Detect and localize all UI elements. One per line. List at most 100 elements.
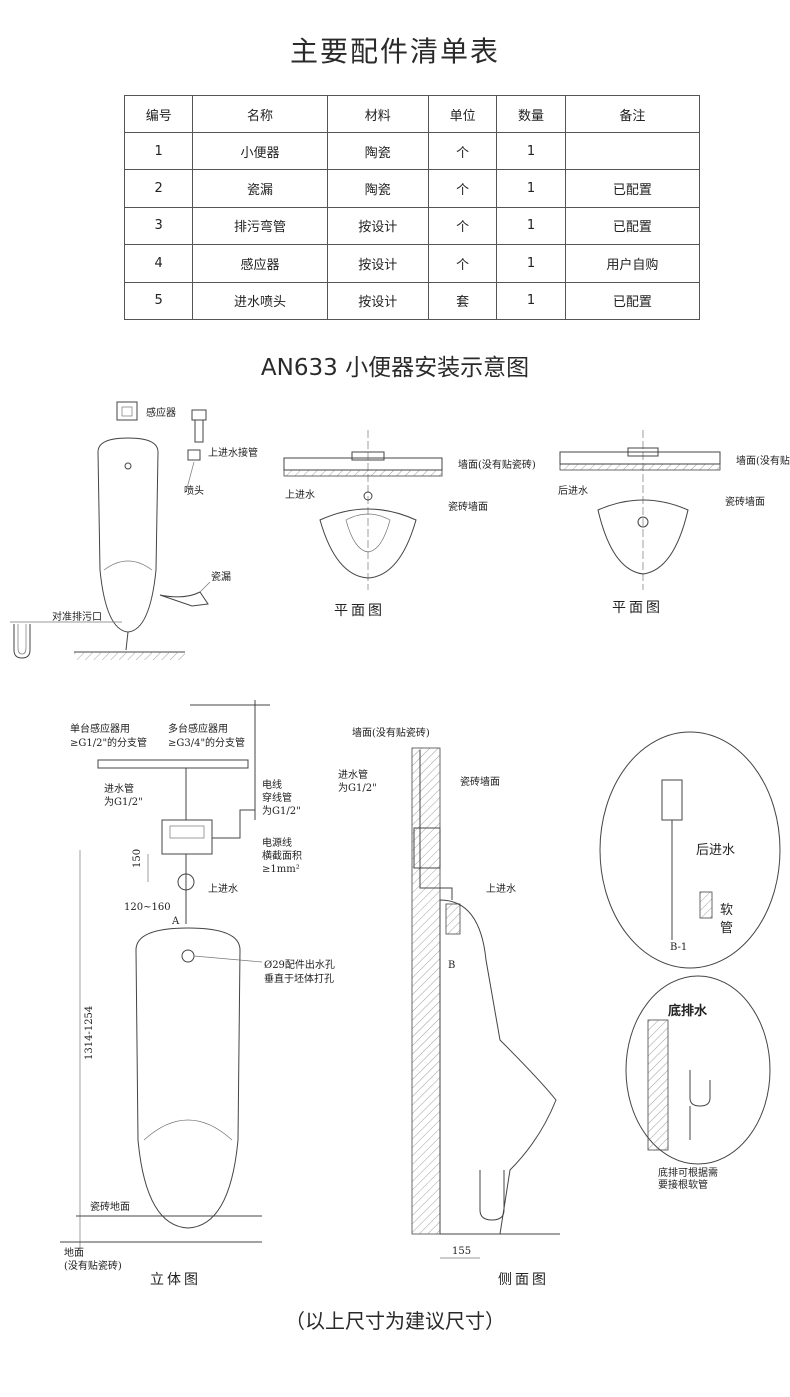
side-trap bbox=[479, 1170, 505, 1221]
urinal-basin-large bbox=[143, 1119, 233, 1141]
detail-circle-1 bbox=[599, 731, 781, 969]
cell-qty: 1 bbox=[496, 244, 566, 283]
table-row: 1 小便器 陶瓷 个 1 bbox=[123, 131, 701, 171]
drain-piece bbox=[159, 591, 209, 607]
mark-a: A bbox=[171, 916, 180, 927]
plan-view-back-inlet: 墙面(没有贴 后进水 瓷砖墙面 平面图 bbox=[558, 430, 790, 616]
urinal-plan-outline bbox=[319, 508, 417, 579]
label-inlet-pipe: 进水管 bbox=[104, 782, 134, 795]
label-inlet-pipe-side-size: 为G1/2" bbox=[338, 782, 377, 794]
dim-150: 150 bbox=[132, 849, 143, 868]
label-soft-pipe-2: 管 bbox=[720, 921, 733, 936]
parts-table: 编号 名称 材料 单位 数量 备注 1 小便器 陶瓷 个 1 2 瓷漏 陶瓷 个… bbox=[123, 95, 701, 321]
label-ceramic-drain: 瓷漏 bbox=[211, 570, 231, 583]
cell-note bbox=[564, 131, 701, 171]
label-floor: 地面 bbox=[64, 1246, 84, 1259]
cell-unit: 个 bbox=[427, 244, 498, 283]
label-tile-wall: 瓷砖墙面 bbox=[448, 500, 488, 513]
side-sensor bbox=[413, 827, 441, 869]
parts-table-title: 主要配件清单表 bbox=[289, 35, 500, 68]
label-back-inlet-detail: 后进水 bbox=[696, 843, 735, 858]
header-name: 名称 bbox=[192, 95, 328, 133]
header-no: 编号 bbox=[123, 95, 194, 133]
label-top-inlet-side: 上进水 bbox=[486, 883, 516, 895]
cell-qty: 1 bbox=[496, 281, 566, 321]
table-row: 3 排污弯管 按设计 个 1 已配置 bbox=[123, 206, 701, 246]
dim-155: 155 bbox=[452, 1246, 471, 1257]
detail-bottom-drain: 底排水 底排可根据需 要接根软管 bbox=[625, 975, 771, 1191]
label-soft-pipe-1: 软 bbox=[720, 903, 733, 918]
urinal-body-large bbox=[135, 927, 241, 1229]
trap-pipe-small bbox=[13, 624, 31, 659]
cell-unit: 个 bbox=[427, 206, 498, 246]
label-wire: 电线 bbox=[262, 778, 282, 791]
label-back-inlet: 后进水 bbox=[558, 485, 588, 497]
cell-qty: 1 bbox=[496, 169, 566, 208]
cell-no: 2 bbox=[123, 169, 194, 208]
label-wall-no-tile: 墙面(没有贴瓷砖) bbox=[458, 458, 536, 471]
perspective-view: 单台感应器用 ≥G1/2"的分支管 多台感应器用 ≥G3/4"的分支管 进水管 … bbox=[60, 700, 335, 1288]
label-nozzle: 喷头 bbox=[184, 485, 204, 497]
inlet-hole-small bbox=[124, 462, 132, 470]
label-side-view: 侧面图 bbox=[498, 1272, 549, 1288]
label-multi-sensor-pipe: ≥G3/4"的分支管 bbox=[168, 736, 245, 749]
table-row: 5 进水喷头 按设计 套 1 已配置 bbox=[123, 281, 701, 321]
sensor-window-large bbox=[169, 825, 205, 839]
table-row: 2 瓷漏 陶瓷 个 1 已配置 bbox=[123, 169, 701, 208]
pipe-fitting-plan bbox=[351, 451, 385, 461]
label-sensor: 感应器 bbox=[146, 406, 176, 419]
nozzle-cap bbox=[191, 409, 207, 421]
side-inlet-path bbox=[419, 880, 453, 900]
inlet-circle-2 bbox=[637, 516, 649, 528]
tile-layer bbox=[283, 469, 443, 477]
mark-b1: B-1 bbox=[670, 942, 687, 953]
sensor-unit bbox=[161, 819, 213, 855]
trap-pipe-inner bbox=[17, 624, 27, 655]
cell-unit: 个 bbox=[427, 169, 498, 208]
label-tile-wall-side: 瓷砖墙面 bbox=[460, 775, 500, 788]
diagram-title: AN633 小便器安装示意图 bbox=[260, 355, 530, 381]
cell-name: 感应器 bbox=[192, 244, 328, 283]
sensor-box bbox=[116, 401, 138, 421]
tile-layer-2 bbox=[559, 463, 721, 471]
cell-no: 1 bbox=[123, 131, 194, 171]
dim-120-160: 120~160 bbox=[124, 902, 171, 913]
cell-name: 排污弯管 bbox=[192, 206, 328, 246]
inlet-circle bbox=[363, 491, 373, 501]
label-wall-no-tile-side: 墙面(没有贴瓷砖) bbox=[352, 726, 430, 739]
sensor-window bbox=[121, 406, 133, 417]
label-align-outlet: 对准排污口 bbox=[52, 610, 102, 623]
label-multi-sensor: 多台感应器用 bbox=[168, 722, 228, 735]
cell-qty: 1 bbox=[496, 131, 566, 171]
cell-note: 已配置 bbox=[564, 281, 701, 321]
label-cross-section: 横截面积 bbox=[262, 849, 302, 862]
detail-trap bbox=[689, 1070, 711, 1107]
cell-note: 已配置 bbox=[564, 169, 701, 208]
urinal-plan-basin bbox=[345, 513, 391, 553]
detail-circle-2 bbox=[625, 975, 771, 1165]
cell-qty: 1 bbox=[496, 206, 566, 246]
side-urinal-profile bbox=[439, 899, 557, 1235]
cell-material: 按设计 bbox=[326, 281, 429, 321]
label-cross-section-size: ≥1mm² bbox=[262, 864, 300, 875]
detail-connector bbox=[699, 891, 713, 919]
label-wall-no-tile-2: 墙面(没有贴 bbox=[736, 454, 790, 467]
label-hole-note-1: Ø29配件出水孔 bbox=[264, 958, 335, 971]
urinal-basin-small bbox=[103, 560, 153, 571]
cell-no: 3 bbox=[123, 206, 194, 246]
label-power-wire: 电源线 bbox=[262, 836, 292, 849]
cell-note: 已配置 bbox=[564, 206, 701, 246]
leader-line bbox=[199, 581, 211, 593]
label-plan-view-1: 平面图 bbox=[334, 603, 385, 619]
wall-section-2 bbox=[559, 451, 721, 465]
label-wire-pipe: 穿线管 bbox=[262, 791, 292, 804]
wall-hatch bbox=[411, 747, 441, 1235]
cell-note: 用户自购 bbox=[564, 244, 701, 283]
detail-sensor bbox=[661, 779, 683, 821]
label-bottom-drain: 底排水 bbox=[668, 1003, 708, 1019]
cell-name: 进水喷头 bbox=[192, 281, 328, 321]
label-inlet-pipe-size: 为G1/2" bbox=[104, 796, 143, 808]
label-plan-view-2: 平面图 bbox=[612, 600, 663, 616]
urinal-body-small bbox=[97, 437, 159, 633]
table-header-row: 编号 名称 材料 单位 数量 备注 bbox=[123, 95, 701, 133]
